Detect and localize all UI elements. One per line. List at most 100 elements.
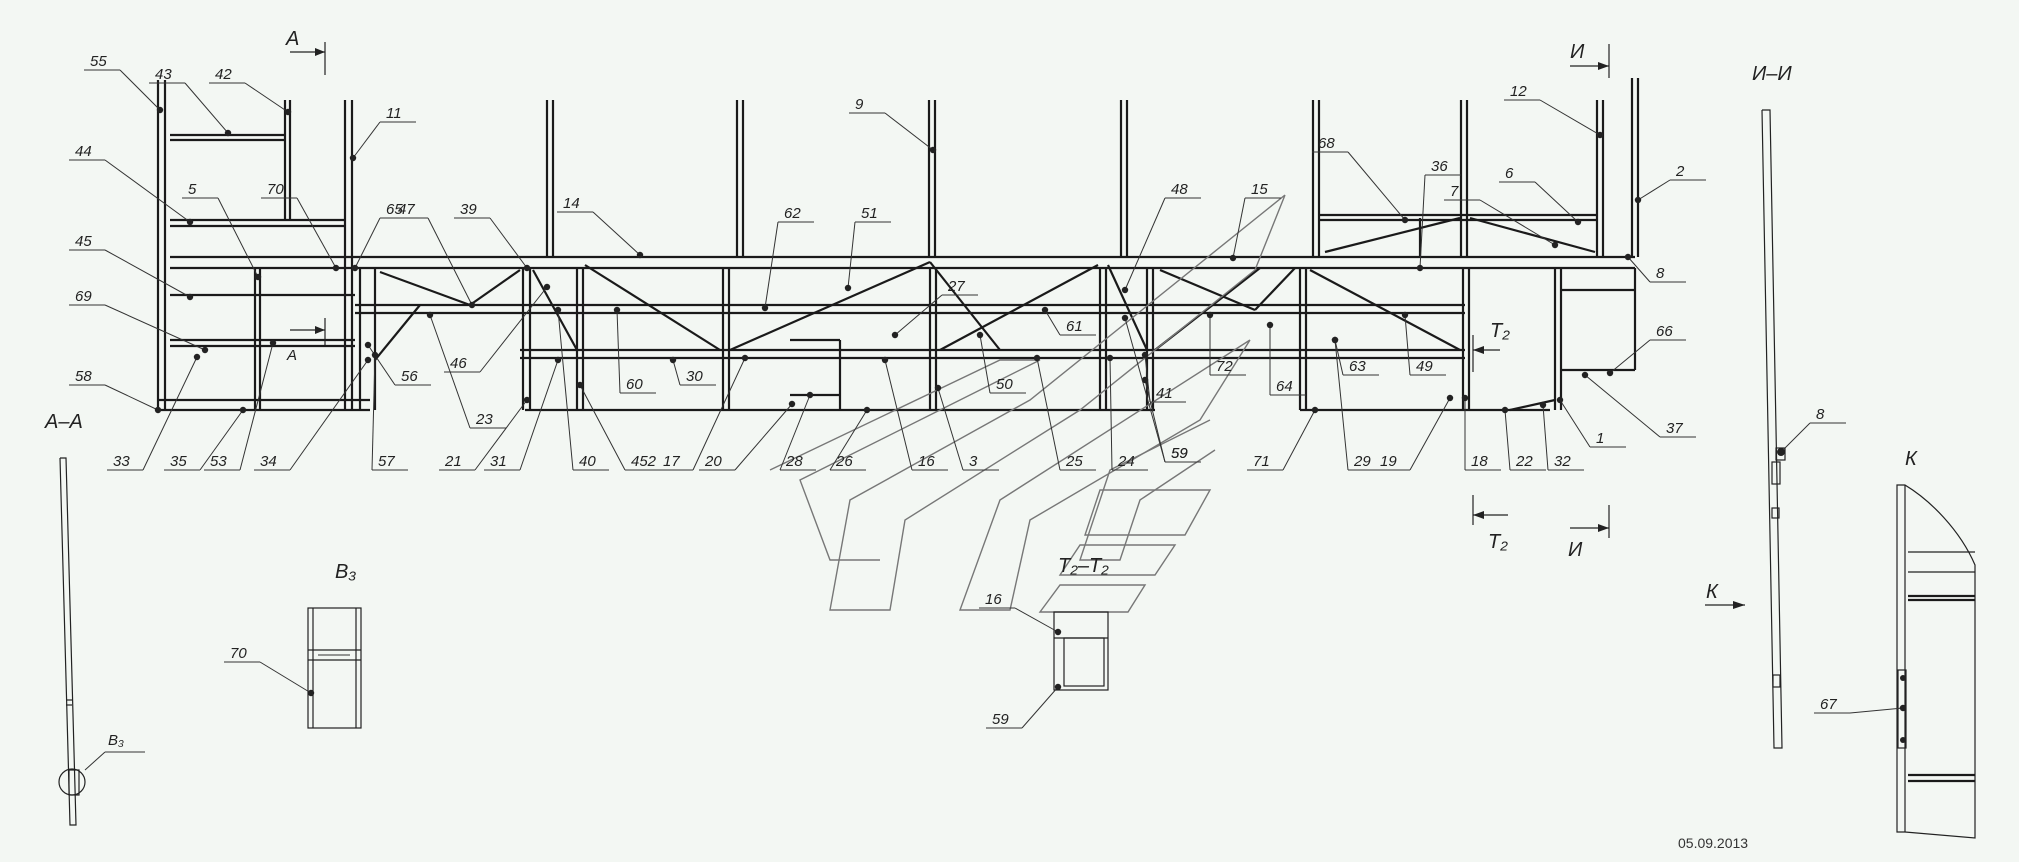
section-ii-view	[1761, 109, 1786, 749]
callout-label-56: 56	[401, 368, 418, 385]
callout-label-16b: 16	[985, 591, 1002, 608]
callout-dot-69	[201, 346, 209, 354]
callout-5: 5	[182, 181, 262, 281]
callout-12: 12	[1504, 83, 1604, 139]
callout-51: 51	[844, 205, 891, 292]
callout-68: 68	[1312, 135, 1409, 224]
callout-leader-60	[616, 309, 621, 394]
callout-label-37: 37	[1666, 420, 1683, 437]
callout-dot-18	[1461, 394, 1469, 402]
callout-leader-5	[217, 197, 259, 278]
callout-label-18: 18	[1471, 453, 1488, 470]
callout-dot-66	[1606, 369, 1614, 377]
callout-label-452: 452	[631, 453, 657, 470]
callout-label-16: 16	[918, 453, 935, 470]
callout-label-71: 71	[1253, 453, 1270, 470]
callout-label-59: 59	[1171, 445, 1188, 462]
callout-dot-55	[156, 106, 164, 114]
view-title-b3: B₃	[335, 561, 356, 583]
callout-leader-19	[1409, 397, 1451, 471]
callout-leader-25	[1036, 357, 1061, 471]
callout-label-36: 36	[1431, 158, 1448, 175]
callout-dot-48	[1121, 286, 1129, 294]
callout-leader-14	[592, 211, 641, 256]
callout-dot-53	[269, 339, 277, 347]
callout-58: 58	[69, 368, 162, 414]
callout-label-42: 42	[215, 66, 232, 83]
callout-dot-59b	[1121, 314, 1129, 322]
callout-label-14: 14	[563, 195, 580, 212]
callout-leader-71	[1282, 409, 1316, 471]
callout-dot-16	[881, 356, 889, 364]
callout-leader-43	[184, 82, 229, 134]
callout-dot-67	[1899, 704, 1907, 712]
callout-dot-45	[186, 293, 194, 301]
callout-dot-11	[349, 154, 357, 162]
callout-label-66: 66	[1656, 323, 1673, 340]
callout-label-50: 50	[996, 376, 1013, 393]
callout-dot-21	[523, 396, 531, 404]
callout-label-35: 35	[170, 453, 187, 470]
callout-label-45: 45	[75, 233, 92, 250]
callout-leader-40	[557, 309, 574, 471]
callout-leader-70b	[259, 661, 312, 694]
callout-50: 50	[976, 331, 1026, 394]
callout-31: 31	[484, 356, 562, 471]
callout-dot-31	[554, 356, 562, 364]
callout-dot-30	[669, 356, 677, 364]
callout-59c: 59	[986, 683, 1062, 729]
callout-leader-34	[289, 359, 369, 471]
callout-71: 71	[1247, 406, 1319, 471]
callout-label-63: 63	[1349, 358, 1366, 375]
callout-label-64: 64	[1276, 378, 1293, 395]
callout-b3: B₃	[108, 732, 124, 749]
callout-leader-51	[847, 221, 856, 289]
callout-label-60: 60	[626, 376, 643, 393]
callout-70b: 70	[224, 645, 315, 697]
callout-66: 66	[1606, 323, 1686, 377]
callout-leader-28	[779, 394, 811, 471]
callout-label-24: 24	[1117, 453, 1135, 470]
callout-dot-19	[1446, 394, 1454, 402]
callout-leader-70	[296, 197, 337, 269]
callout-62: 62	[761, 205, 814, 312]
callout-dot-7	[1551, 241, 1559, 249]
callout-57: 57	[371, 351, 408, 471]
callout-leader-32	[1542, 404, 1549, 471]
callout-dot-70	[332, 264, 340, 272]
callout-16b: 16	[979, 591, 1062, 636]
view-title-ii: И–И	[1752, 63, 1792, 85]
callout-leader-56	[367, 344, 396, 386]
callout-label-67: 67	[1820, 696, 1837, 713]
callout-leader-23	[429, 314, 471, 429]
callout-leader-63	[1334, 339, 1344, 376]
callout-11: 11	[349, 105, 416, 162]
callout-label-9: 9	[855, 96, 864, 113]
callout-23: 23	[426, 311, 506, 429]
callout-dot-59c	[1054, 683, 1062, 691]
callout-44: 44	[69, 143, 194, 226]
callout-label-70: 70	[267, 181, 284, 198]
callout-leader-11	[352, 121, 381, 159]
callout-label-26: 26	[835, 453, 853, 470]
callout-452: 452	[576, 381, 671, 471]
callout-14: 14	[557, 195, 644, 259]
callout-36: 36	[1416, 158, 1461, 272]
callout-label-6: 6	[1505, 165, 1514, 182]
callout-leader-42	[244, 82, 289, 113]
callout-leader-20	[734, 403, 793, 471]
callout-label-7: 7	[1450, 183, 1459, 200]
callout-leader-31	[519, 359, 559, 471]
callout-53: 53	[204, 339, 277, 471]
callout-label-15: 15	[1251, 181, 1268, 198]
callout-leader-62	[764, 221, 779, 309]
callout-leader-21	[474, 399, 528, 471]
callout-49: 49	[1401, 311, 1446, 376]
callout-15: 15	[1229, 181, 1281, 262]
callout-dot-61	[1041, 306, 1049, 314]
callout-label-49: 49	[1416, 358, 1433, 375]
callout-label-21: 21	[444, 453, 462, 470]
callout-dot-71	[1311, 406, 1319, 414]
callout-leader-68	[1347, 151, 1406, 221]
